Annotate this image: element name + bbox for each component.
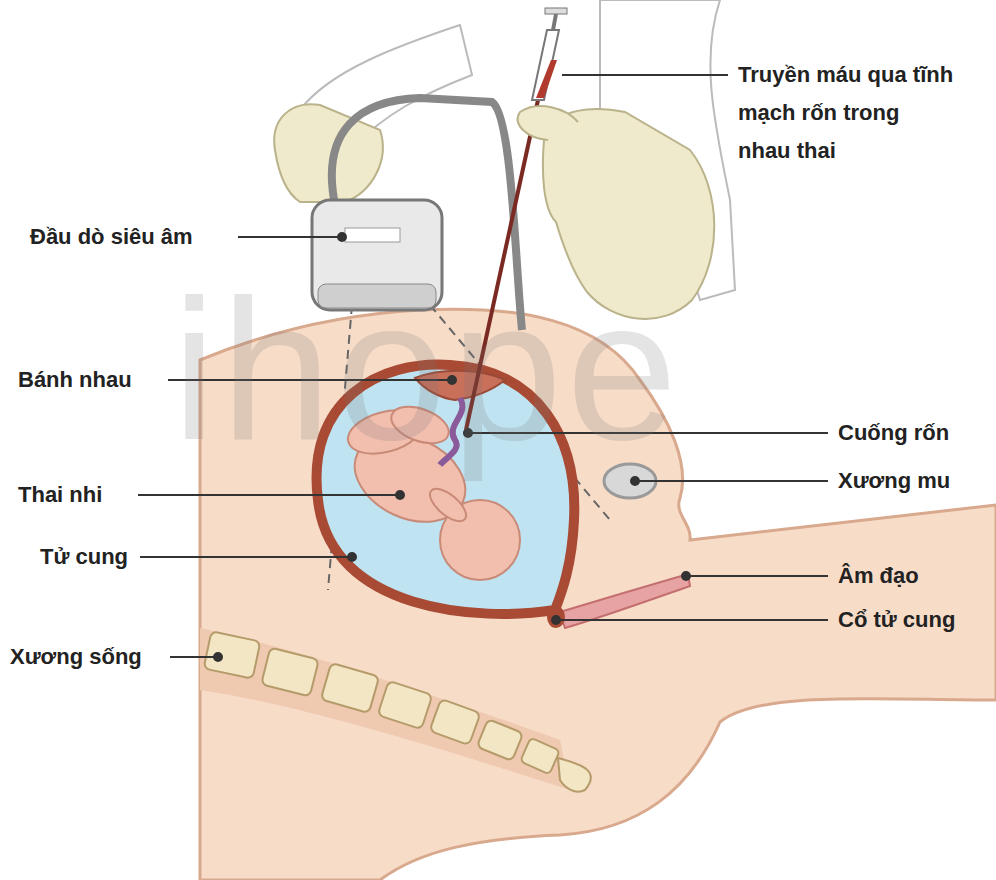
leader-line [556,619,828,621]
leader-line [238,236,342,238]
part-label: Âm đạo [838,563,919,589]
part-label: Đầu dò siêu âm [30,224,193,250]
leader-line [562,74,728,76]
callout-label: Truyền máu qua tĩnh mạch rốn trong nhau … [738,56,956,170]
part-label: Tử cung [40,544,128,570]
leader-line [138,494,400,496]
watermark: ihope [172,270,681,470]
leader-lines [138,75,828,661]
leader-dot [348,553,356,561]
leader-line [170,656,218,658]
part-label: Thai nhi [18,482,102,508]
leader-line [635,480,828,482]
vertebra [204,631,261,679]
part-label: Cuống rốn [838,420,949,446]
part-label: Bánh nhau [18,367,132,393]
leader-line [686,575,828,577]
vertebra [429,699,480,745]
syringe-barrel [532,30,559,100]
vertebra [520,738,560,775]
leader-dot [631,477,639,485]
fetus-arm [425,483,472,527]
leader-dot [682,572,690,580]
vertebra [321,663,380,713]
probe-window [345,228,400,242]
vertebra [477,719,523,761]
cervix [547,606,565,628]
syringe-plunger [553,14,556,30]
vertebrae [204,631,591,791]
leader-dot [552,616,560,624]
leader-dot [396,491,404,499]
vertebra [261,648,319,697]
part-label: Xương mu [838,468,950,494]
syringe-blood [536,60,557,98]
vertebra [378,681,433,729]
syringe-cap [545,8,567,14]
glove-thumb [518,106,578,140]
part-label: Cổ tử cung [838,607,955,633]
leader-dot [338,233,346,241]
leader-dot [214,653,222,661]
leader-line [140,556,352,558]
part-label: Xương sống [10,644,142,670]
coccyx [558,758,591,792]
spine-band [200,628,570,790]
